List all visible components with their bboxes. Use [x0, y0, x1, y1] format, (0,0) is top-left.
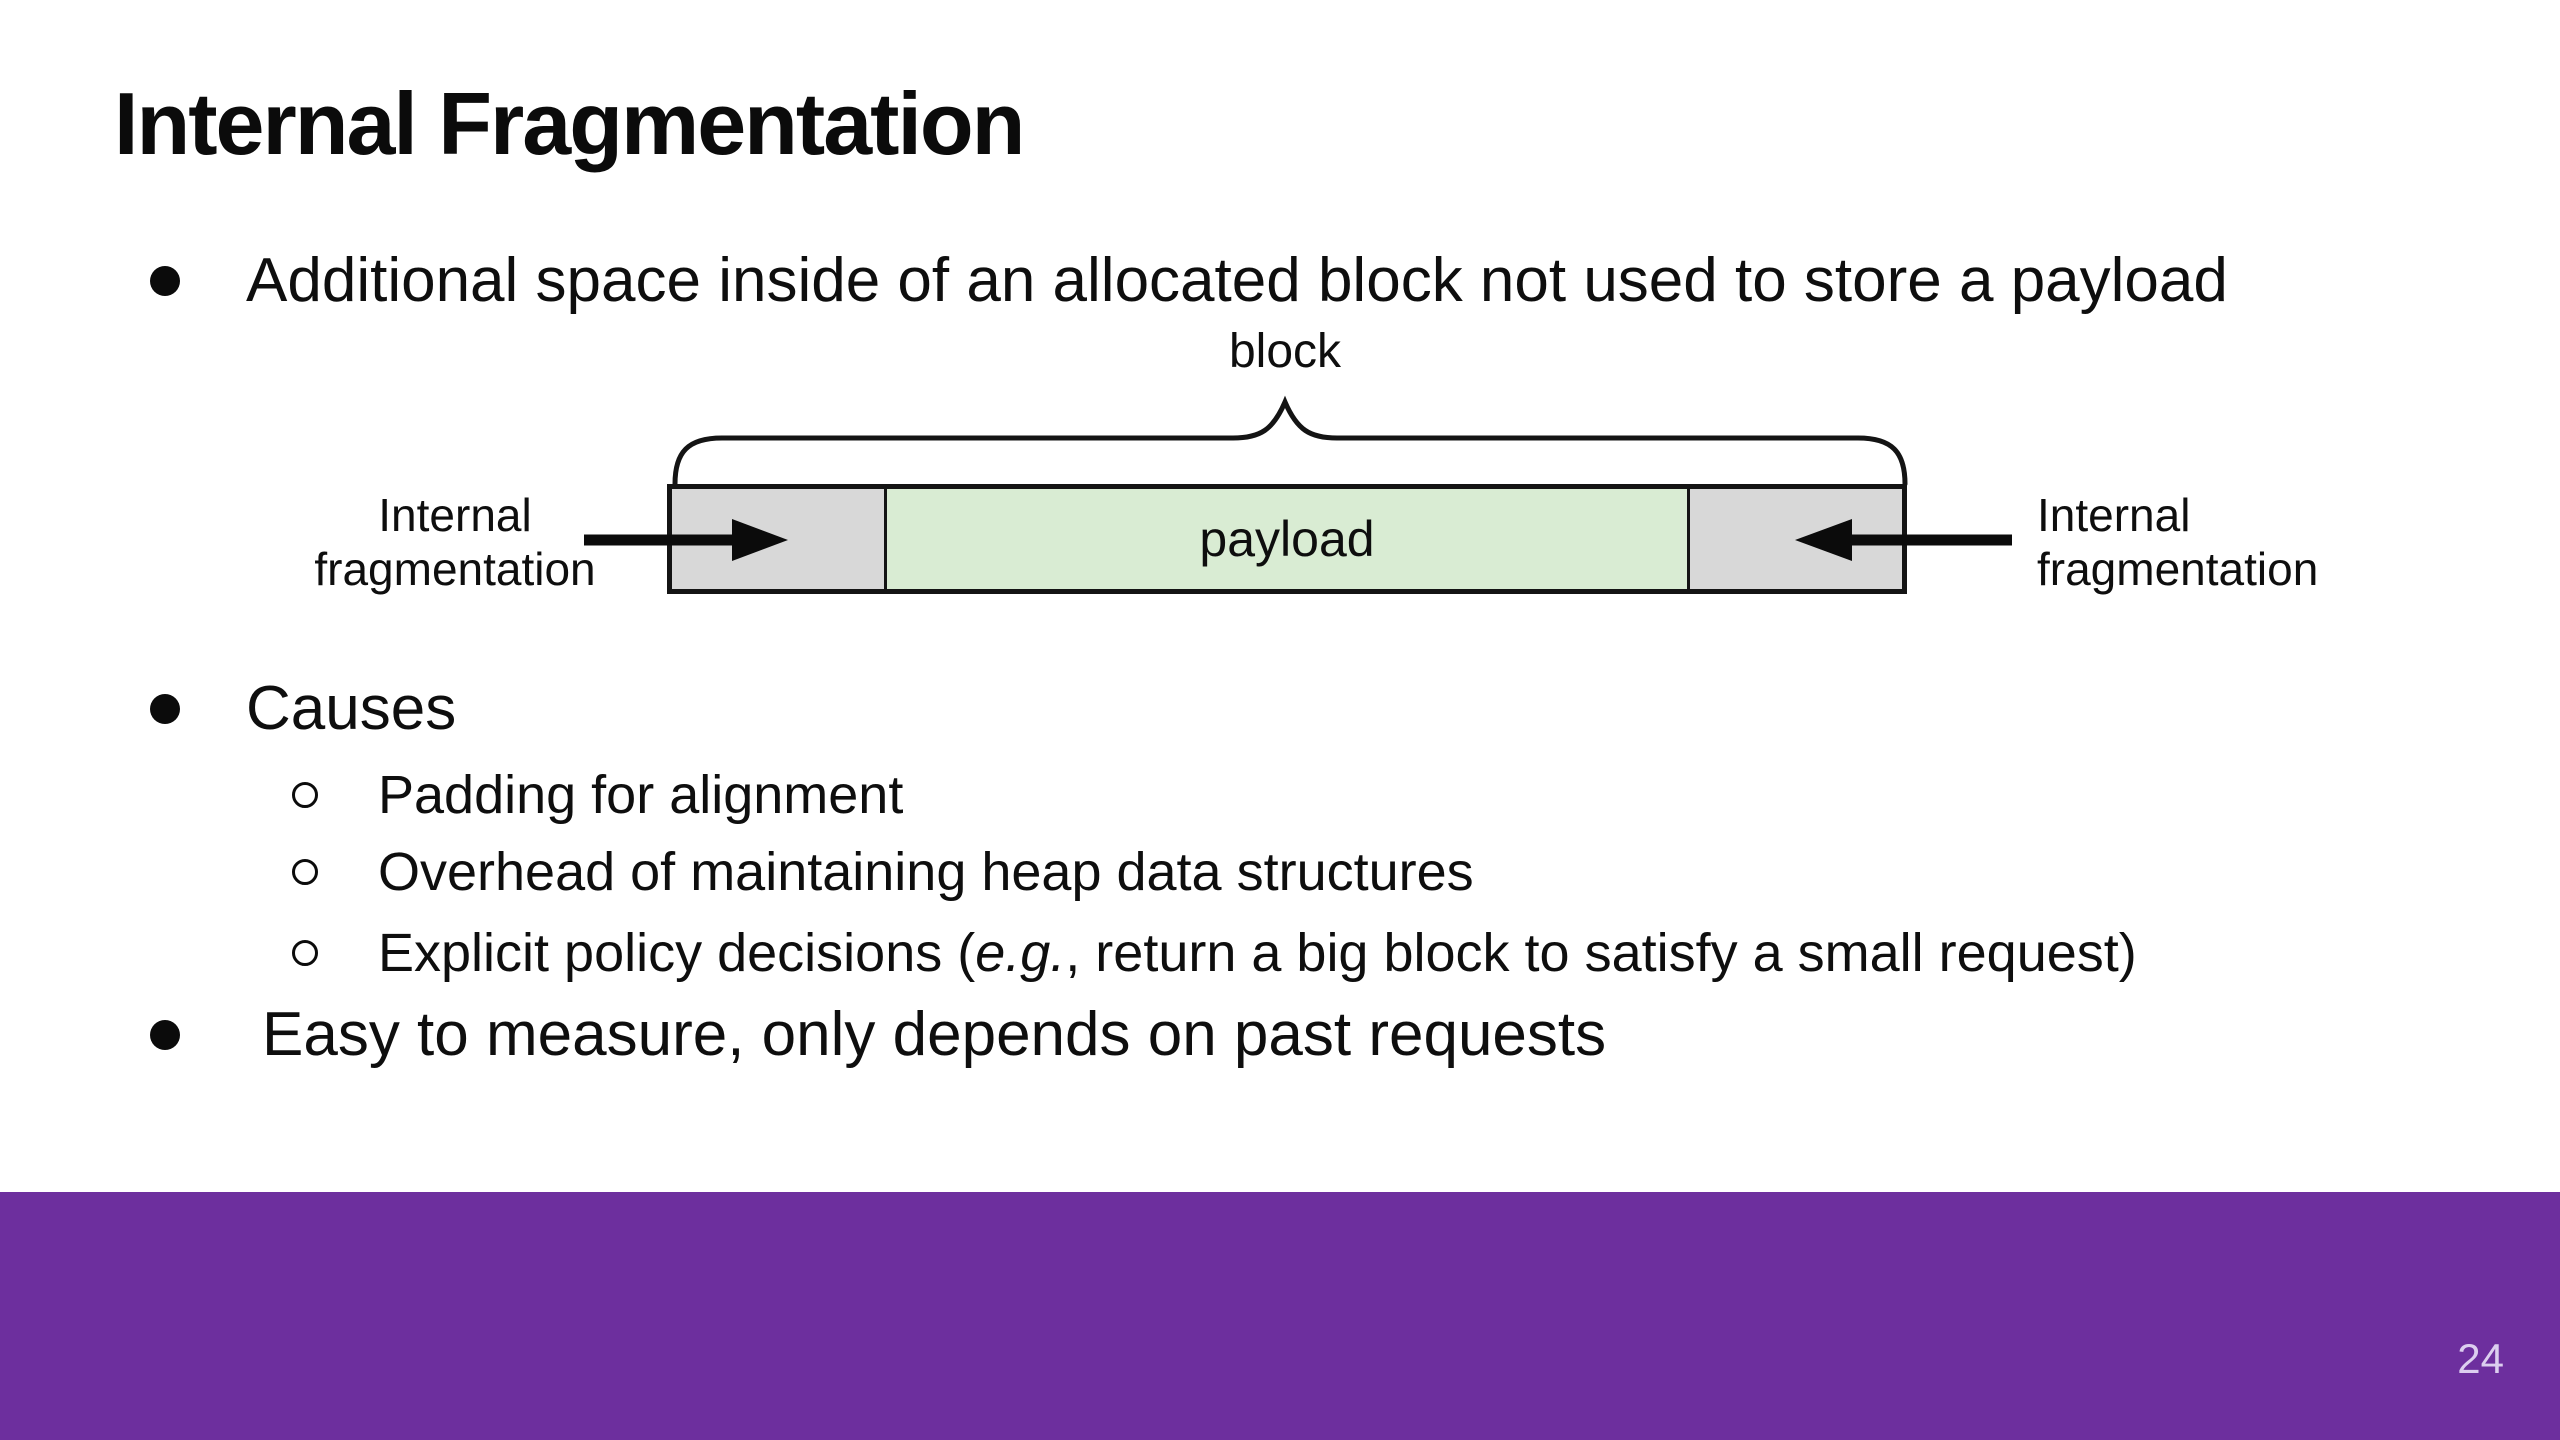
bullet-additional-space: Additional space inside of an allocated …	[150, 243, 2228, 319]
bullet-dot-icon	[150, 266, 180, 296]
bullet-text: Additional space inside of an allocated …	[246, 246, 2228, 315]
sub-bullet-text: Overhead of maintaining heap data struct…	[378, 842, 1474, 902]
left-arrow-icon	[584, 519, 788, 561]
sub-bullet-text-suffix: , return a big block to satisfy a small …	[1065, 923, 2137, 983]
left-fragmentation-label: Internal fragmentation	[280, 488, 630, 596]
bullet-text: Easy to measure, only depends on past re…	[262, 1000, 1607, 1069]
payload-segment: payload	[884, 489, 1690, 589]
sub-bullet-circle-icon	[292, 859, 318, 885]
diagram-block-label: block	[1228, 325, 1342, 378]
bullet-dot-icon	[150, 694, 180, 724]
bullet-easy-to-measure: Easy to measure, only depends on past re…	[150, 997, 1606, 1073]
sub-bullet-overhead: Overhead of maintaining heap data struct…	[292, 839, 1474, 905]
bullet-text: Causes	[246, 674, 457, 743]
right-label-line2: fragmentation	[2037, 543, 2319, 595]
bullet-dot-icon	[150, 1020, 180, 1050]
right-fragmentation-label: Internal fragmentation	[2037, 488, 2457, 596]
bullet-causes: Causes	[150, 671, 456, 747]
right-arrow-icon	[1795, 519, 2012, 561]
payload-label: payload	[1199, 511, 1375, 567]
block-diagram: payload	[667, 484, 1907, 594]
brace-icon	[672, 395, 1908, 487]
left-label-line2: fragmentation	[314, 543, 596, 595]
sub-bullet-text: Explicit policy decisions (e.g., return …	[378, 920, 2137, 986]
right-label-line1: Internal	[2037, 489, 2191, 541]
sub-bullet-text-italic: e.g.	[975, 923, 1066, 983]
sub-bullet-circle-icon	[292, 782, 318, 808]
sub-bullet-circle-icon	[292, 940, 318, 966]
sub-bullet-text: Padding for alignment	[378, 765, 904, 825]
page-number: 24	[2457, 1335, 2504, 1382]
sub-bullet-text-prefix: Explicit policy decisions (	[378, 923, 976, 983]
slide-title: Internal Fragmentation	[114, 74, 1025, 173]
sub-bullet-padding: Padding for alignment	[292, 762, 903, 828]
footer-bar	[0, 1192, 2560, 1440]
left-label-line1: Internal	[378, 489, 532, 541]
sub-bullet-explicit-policy: Explicit policy decisions (e.g., return …	[292, 920, 2137, 986]
